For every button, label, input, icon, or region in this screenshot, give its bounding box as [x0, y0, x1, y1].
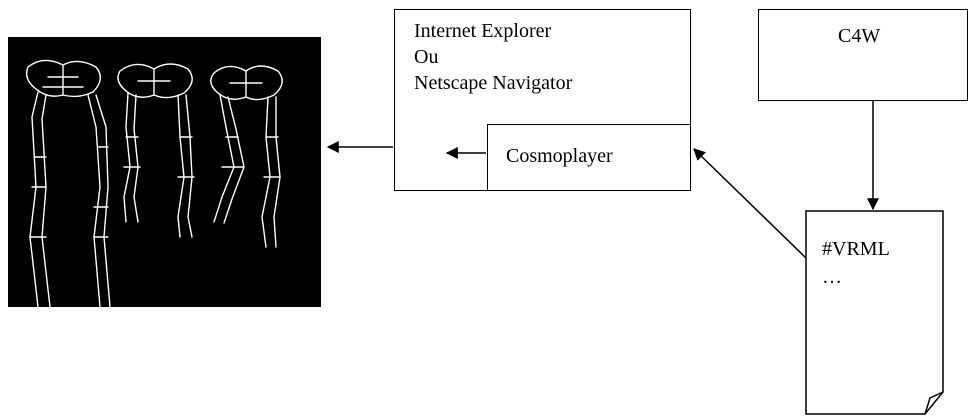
vrml-render-image: [8, 37, 321, 308]
skeleton-wireframe-icon: [25, 59, 283, 308]
vrml-document-line-1: #VRML: [822, 238, 890, 260]
cosmoplayer-box: [487, 124, 691, 191]
browser-label-line-2: Ou: [414, 46, 439, 68]
browser-label-line-3: Netscape Navigator: [414, 72, 573, 94]
c4w-box: [758, 9, 968, 101]
vrml-document-line-2: …: [822, 266, 842, 288]
browser-label-line-1: Internet Explorer: [414, 20, 552, 42]
c4w-label: C4W: [838, 25, 881, 47]
vrml-document-shape: [805, 210, 944, 415]
cosmoplayer-label: Cosmoplayer: [506, 145, 613, 167]
arrow-document-to-cosmoplayer: [693, 148, 807, 259]
document-fold: [924, 391, 944, 415]
